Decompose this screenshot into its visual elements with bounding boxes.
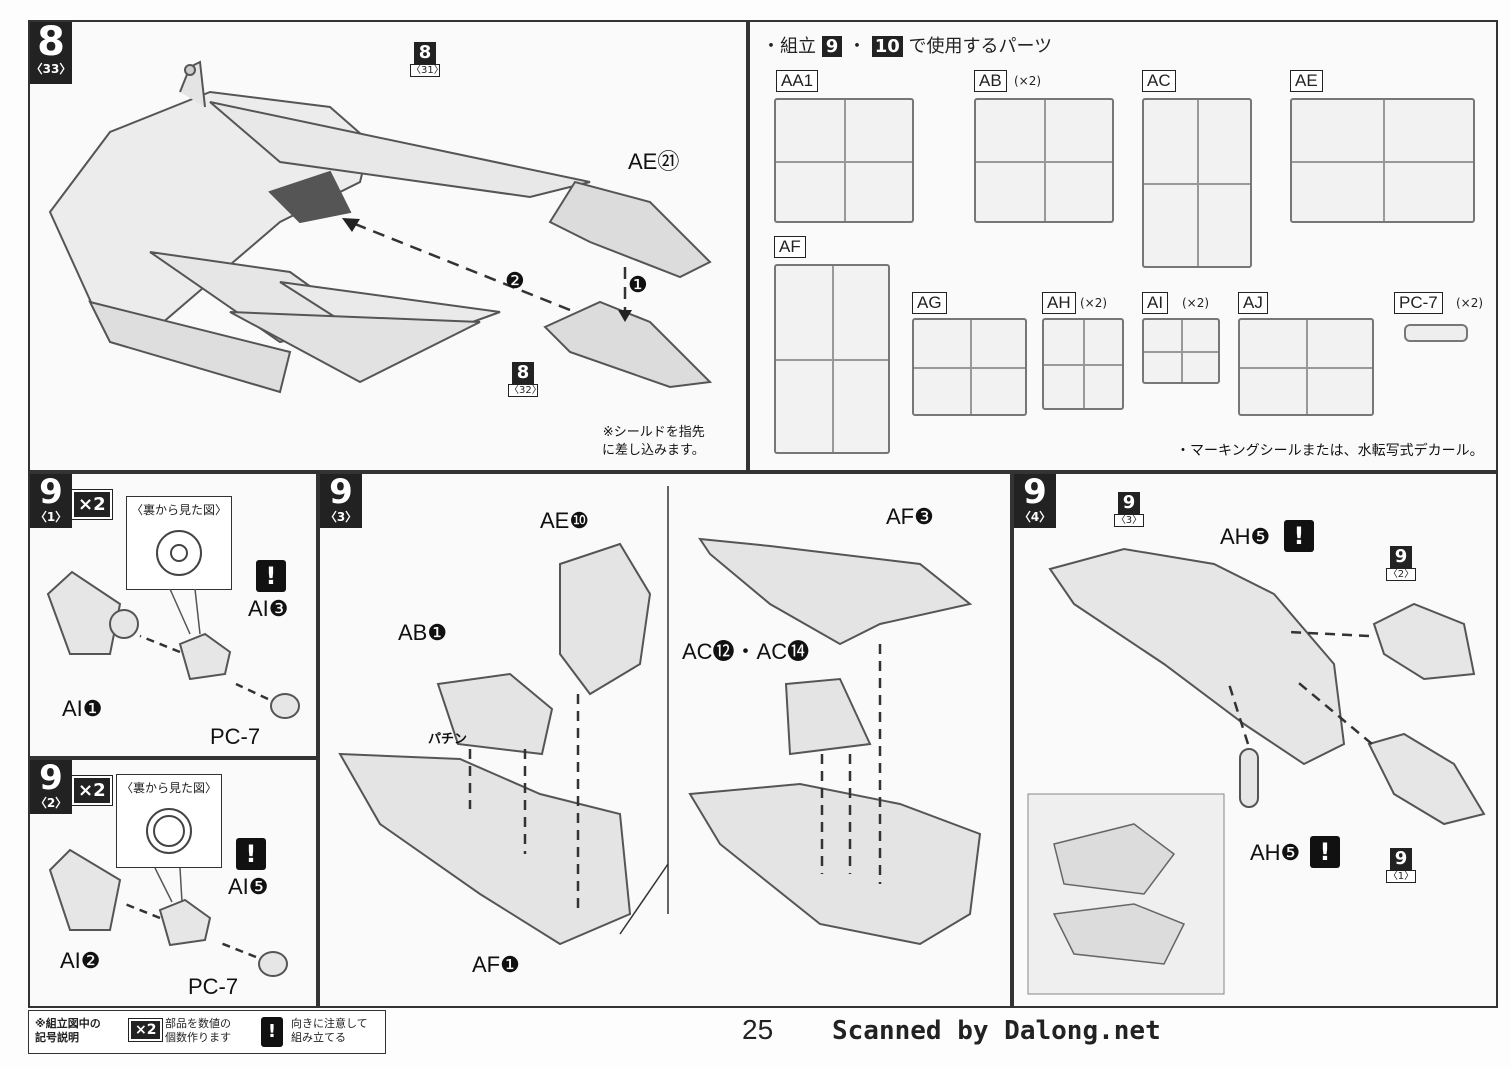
rear-view-circle-icon [146, 808, 192, 854]
runner-label-ah: AH [1042, 292, 1076, 314]
part-ac12-ac14: AC⓬・AC⓮ [682, 639, 810, 664]
shield-note: ※シールドを指先 に差し込みます。 [602, 425, 705, 458]
click-sound: パチン [428, 732, 468, 747]
part-ah5-top: AH❺ [1220, 524, 1271, 549]
rear-view-circle-icon [156, 530, 202, 576]
arrow-step-1: ❶ [628, 272, 648, 297]
ref-step-8-31: 8 〈31〉 [410, 42, 444, 77]
ref-step-8-32: 8 〈32〉 [508, 362, 542, 397]
runner-mult-pc7: (×2) [1456, 296, 1484, 310]
step-9-3-panel: 9 〈3〉 AE❿ AB❶ パ [318, 472, 1012, 1008]
fuselage-assembly-drawing [338, 486, 982, 946]
engine-assembly-drawing [1027, 547, 1486, 995]
runner-ai [1142, 318, 1220, 384]
parts-list-panel: ・組立 9 ・ 10 で使用するパーツ AA1 AB (×2) AC AE AF… [748, 20, 1498, 472]
runner-label-aa1: AA1 [776, 70, 819, 92]
runner-label-pc7: PC-7 [1394, 292, 1443, 314]
nozzle-assembly-drawing [48, 848, 288, 977]
nozzle-assembly-drawing [46, 570, 300, 719]
part-ah5-bottom: AH❺ [1250, 840, 1301, 865]
part-ae10: AE❿ [540, 508, 590, 533]
runner-aa1 [774, 98, 914, 223]
runner-mult-ab: (×2) [1014, 74, 1042, 88]
step-9-1-panel: 9 〈1〉 ×2 〈裏から見た図〉 ! [28, 472, 318, 758]
orientation-warning-icon: ! [1310, 836, 1340, 868]
part-ai2: AI❷ [60, 948, 101, 973]
mecha-body-drawing [48, 60, 713, 394]
rear-view-hint: 〈裏から見た図〉 [126, 496, 232, 590]
part-af3: AF❸ [886, 504, 934, 529]
step-9-3-badge: 9 〈3〉 [320, 474, 362, 528]
part-ai1: AI❶ [62, 696, 103, 721]
orientation-warning-icon: ! [236, 838, 266, 870]
part-ab1: AB❶ [398, 620, 448, 645]
legend-times-two-text: 部品を数値の 個数作ります [165, 1017, 231, 1044]
marking-footnote: ・マーキングシールまたは、水転写式デカール。 [1176, 443, 1484, 459]
scanned-by-credit: Scanned by Dalong.net [832, 1016, 1161, 1046]
step-9-2-panel: 9 〈2〉 ×2 〈裏から見た図〉 ! AI❺ [28, 758, 318, 1008]
legend-warning-text: 向きに注意して 組み立てる [291, 1017, 368, 1044]
runner-af [774, 264, 890, 454]
part-ai3: AI❸ [248, 596, 289, 621]
ref-step-9-3: 9 〈3〉 [1114, 492, 1144, 527]
part-pc7: PC-7 [188, 974, 239, 999]
legend-title: ※組立図中の 記号説明 [35, 1017, 101, 1044]
part-pc7: PC-7 [210, 724, 261, 749]
part-ae21: AE㉑ [628, 149, 680, 174]
step-subref: 〈33〉 [30, 62, 72, 76]
part-ai5: AI❺ [228, 874, 269, 899]
runner-label-af: AF [774, 236, 806, 258]
page-number: 25 [742, 1014, 774, 1045]
runner-label-ae: AE [1290, 70, 1323, 92]
step-9-4-panel: 9 〈4〉 9 〈3〉 9 〈2〉 9 〈1〉 [1012, 472, 1498, 1008]
runner-ag [912, 318, 1027, 416]
parts-list-heading: ・組立 9 ・ 10 で使用するパーツ [762, 36, 1053, 57]
ref-step-9-1: 9 〈1〉 [1386, 848, 1416, 883]
step-8-panel: 8 〈33〉 8 〈31〉 [28, 20, 748, 472]
runner-ac [1142, 98, 1252, 268]
runner-ae [1290, 98, 1475, 223]
runner-pc7 [1404, 324, 1468, 342]
part-af1: AF❶ [472, 952, 520, 977]
runner-label-ab: AB [974, 70, 1007, 92]
step-9-2-badge: 9 〈2〉 [30, 760, 72, 814]
runner-mult-ah: (×2) [1080, 296, 1108, 310]
runner-label-aj: AJ [1238, 292, 1268, 314]
step-9-4-badge: 9 〈4〉 [1014, 474, 1056, 528]
legend-warning-icon: ! [261, 1017, 283, 1047]
step-number: 8 [37, 20, 65, 65]
times-two-badge: ×2 [71, 489, 113, 520]
rear-view-hint: 〈裏から見た図〉 [116, 774, 222, 868]
orientation-warning-icon: ! [256, 560, 286, 592]
times-two-badge: ×2 [71, 775, 113, 806]
runner-label-ac: AC [1142, 70, 1176, 92]
step-8-badge: 8 〈33〉 [30, 22, 72, 84]
runner-ab [974, 98, 1114, 223]
runner-ah [1042, 318, 1124, 410]
symbol-legend: ※組立図中の 記号説明 ×2 部品を数値の 個数作ります ! 向きに注意して 組… [28, 1010, 386, 1054]
runner-label-ai: AI [1142, 292, 1169, 314]
orientation-warning-icon: ! [1284, 520, 1314, 552]
step-9-1-badge: 9 〈1〉 [30, 474, 72, 528]
runner-aj [1238, 318, 1374, 416]
runner-mult-ai: (×2) [1182, 296, 1210, 310]
arrow-step-2: ❷ [505, 268, 525, 293]
runner-label-ag: AG [912, 292, 947, 314]
legend-times-two-icon: ×2 [127, 1018, 164, 1042]
ref-step-9-2: 9 〈2〉 [1386, 546, 1416, 581]
